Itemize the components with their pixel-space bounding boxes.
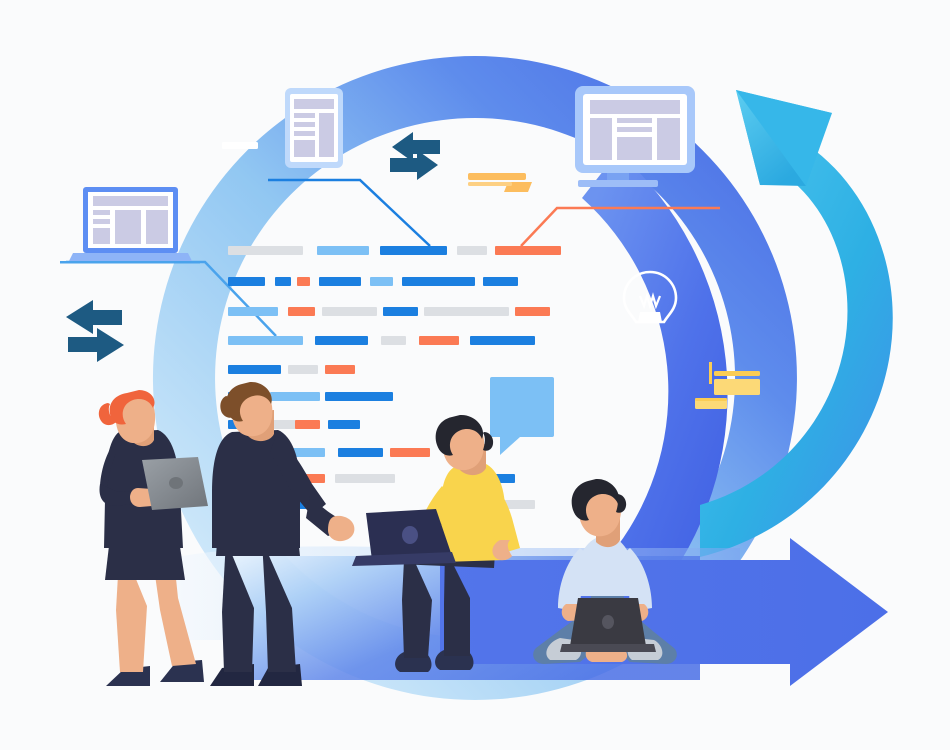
- task-bar: [315, 336, 368, 345]
- task-bar: [402, 277, 475, 286]
- swap-arrows-icon: [390, 132, 440, 180]
- task-bar: [419, 336, 459, 345]
- tablet-icon: [285, 88, 343, 168]
- task-bar: [380, 246, 447, 255]
- circular-arrow-icon: [700, 90, 893, 557]
- task-bar: [495, 246, 561, 255]
- task-bar: [483, 277, 518, 286]
- loop-ring-deep-segment: [582, 152, 728, 586]
- swap-arrows-icon: [66, 300, 124, 362]
- task-bar: [228, 365, 281, 374]
- task-bar: [325, 365, 355, 374]
- chat-bubble-icon: [490, 377, 554, 455]
- task-bar: [328, 420, 360, 429]
- task-bar: [228, 336, 303, 345]
- task-bar: [370, 277, 393, 286]
- task-bar: [457, 246, 487, 255]
- task-bar: [228, 277, 265, 286]
- lightbulb-icon: [622, 270, 678, 324]
- task-bar: [228, 307, 278, 316]
- person-woman-with-tablet: [98, 390, 208, 686]
- task-bar: [470, 336, 535, 345]
- task-bar: [338, 448, 383, 457]
- person-man-seated-crosslegged: [533, 478, 677, 664]
- task-bar: [295, 420, 320, 429]
- task-bar: [424, 307, 509, 316]
- white-tag: [222, 142, 258, 149]
- connector-tablet-to-bar: [268, 178, 431, 247]
- task-board-bars: [228, 246, 561, 509]
- task-bar: [500, 500, 535, 509]
- task-bar: [275, 277, 291, 286]
- connector-monitor-to-bar: [520, 206, 720, 247]
- person-man-yellow-sweater: [352, 414, 520, 672]
- task-bar: [319, 277, 361, 286]
- task-bar: [317, 246, 369, 255]
- task-bar: [390, 448, 430, 457]
- task-bar: [297, 277, 310, 286]
- yellow-banner-tag: [468, 173, 532, 192]
- task-bar: [288, 365, 318, 374]
- task-bar: [270, 392, 320, 401]
- task-bar: [288, 307, 315, 316]
- yellow-card-group: [695, 362, 760, 409]
- task-bar: [383, 307, 418, 316]
- task-bar: [228, 246, 303, 255]
- task-bar: [335, 474, 395, 483]
- laptop-icon: [60, 187, 200, 264]
- person-man-in-suit: [210, 381, 355, 686]
- task-bar: [381, 336, 406, 345]
- monitor-icon: [575, 86, 695, 187]
- task-bar: [515, 307, 550, 316]
- task-bar: [322, 307, 377, 316]
- task-bar: [325, 392, 393, 401]
